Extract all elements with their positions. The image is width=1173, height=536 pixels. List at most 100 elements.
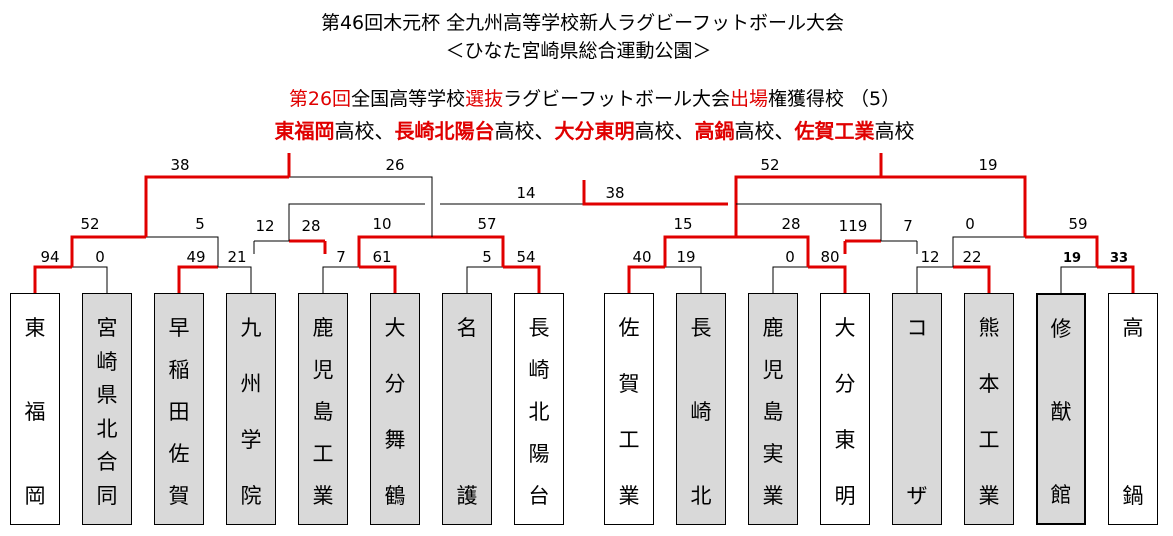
team-box: 九州学院 <box>226 293 276 525</box>
team-box: 東福岡 <box>10 293 60 525</box>
score-label: 0 <box>965 215 975 233</box>
score-label: 38 <box>605 184 624 202</box>
score-label: 26 <box>385 156 404 174</box>
score-label: 94 <box>40 248 59 266</box>
line3-segment: ラグビーフットボール大会 <box>503 88 730 110</box>
team-name: 佐賀工業 <box>618 316 640 508</box>
team-name: 修猷館 <box>1050 317 1072 507</box>
score-label: 5 <box>482 248 492 266</box>
winner-path <box>627 265 665 293</box>
score-label: 12 <box>255 217 274 235</box>
score-label: 28 <box>781 215 800 233</box>
winner-path <box>503 265 541 293</box>
line3-segment: 出場 <box>729 88 768 110</box>
score-label: 7 <box>336 248 346 266</box>
score-label: 119 <box>839 217 868 235</box>
score-label: 61 <box>372 248 391 266</box>
score-label: 7 <box>903 217 913 235</box>
team-box: 鹿児島工業 <box>298 293 348 525</box>
bracket-line <box>916 266 953 293</box>
bracket-line <box>665 266 702 293</box>
team-name: 名護 <box>456 316 478 508</box>
team-box: 大分舞鶴 <box>370 293 420 525</box>
team-box: コザ <box>892 293 942 525</box>
score-label: 54 <box>516 248 535 266</box>
bracket-line <box>772 266 808 293</box>
bracket-line <box>218 266 252 293</box>
winner-path <box>177 265 218 293</box>
team-box: 名護 <box>442 293 492 525</box>
winner-path <box>144 175 289 237</box>
bracket-line <box>322 266 359 293</box>
score-label: 15 <box>673 215 692 233</box>
line4-segment: 佐賀工業 <box>794 119 875 143</box>
team-box: 佐賀工業 <box>604 293 654 525</box>
score-label: 12 <box>920 248 939 266</box>
line4-segment: 高校、 <box>334 119 395 143</box>
score-label: 40 <box>632 248 651 266</box>
score-label: 59 <box>1068 215 1087 233</box>
winner-path <box>70 235 146 267</box>
score-label: 49 <box>186 248 205 266</box>
winner-path <box>582 180 728 206</box>
bracket-line <box>736 203 882 241</box>
team-name: 鹿児島工業 <box>312 316 334 508</box>
team-box: 高鍋 <box>1108 293 1158 525</box>
score-label: 19 <box>1063 251 1081 266</box>
score-label: 21 <box>227 248 246 266</box>
team-name: 熊本工業 <box>978 316 1000 508</box>
winner-path <box>881 175 1027 237</box>
winner-path <box>953 265 991 293</box>
line3-segment: 全国高等学校 <box>351 88 466 110</box>
team-name: コザ <box>906 316 928 508</box>
qualification-heading: 第26回全国高等学校選抜ラグビーフットボール大会出場権獲得校 （5） <box>8 84 1173 111</box>
score-label: 19 <box>676 248 695 266</box>
team-name: 鹿児島実業 <box>762 316 784 508</box>
line4-segment: 高鍋 <box>694 119 735 143</box>
score-label: 80 <box>820 248 839 266</box>
score-label: 0 <box>95 248 105 266</box>
team-name: 東福岡 <box>24 316 46 508</box>
line4-segment: 高校、 <box>634 119 695 143</box>
qualified-schools-line: 東福岡高校、長崎北陽台高校、大分東明高校、高鍋高校、佐賀工業高校 <box>8 115 1173 144</box>
score-label: 14 <box>516 184 535 202</box>
winner-path <box>736 235 810 267</box>
score-label: 57 <box>477 215 496 233</box>
team-name: 長崎北陽台 <box>528 316 550 508</box>
score-label: 52 <box>760 156 779 174</box>
line4-segment: 東福岡 <box>274 119 335 143</box>
winner-path <box>808 265 847 293</box>
line3-segment: 第26回 <box>288 88 352 110</box>
winner-path <box>1025 235 1099 267</box>
score-label: 33 <box>1110 251 1128 266</box>
team-box: 早稲田佐賀 <box>154 293 204 525</box>
bracket-line <box>952 236 1025 267</box>
bracket-line <box>466 266 503 293</box>
venue-subtitle: ＜ひなた宮崎県総合運動公園＞ <box>445 40 712 62</box>
team-name: 大分東明 <box>834 316 856 508</box>
line3-segment: 権獲得校 （5） <box>767 88 901 110</box>
line4-segment: 高校、 <box>734 119 795 143</box>
team-name: 高鍋 <box>1122 316 1144 508</box>
winner-path <box>734 175 881 237</box>
score-label: 38 <box>170 156 189 174</box>
team-name: 長崎北 <box>690 316 712 508</box>
bracket-line <box>1060 266 1097 293</box>
winner-path <box>663 235 736 267</box>
team-name: 大分舞鶴 <box>384 316 406 508</box>
bracket-line <box>72 266 108 293</box>
winner-path <box>33 265 72 293</box>
line4-segment: 大分東明 <box>554 119 635 143</box>
team-box: 修猷館 <box>1036 293 1086 525</box>
line4-segment: 高校、 <box>494 119 555 143</box>
bracket-line <box>146 236 219 267</box>
team-name: 早稲田佐賀 <box>168 316 190 508</box>
team-box: 鹿児島実業 <box>748 293 798 525</box>
winner-path <box>357 235 432 267</box>
score-label: 22 <box>962 248 981 266</box>
bracket-line <box>288 203 425 241</box>
score-label: 28 <box>301 217 320 235</box>
bracket-line <box>289 176 433 237</box>
winner-path <box>432 235 505 267</box>
